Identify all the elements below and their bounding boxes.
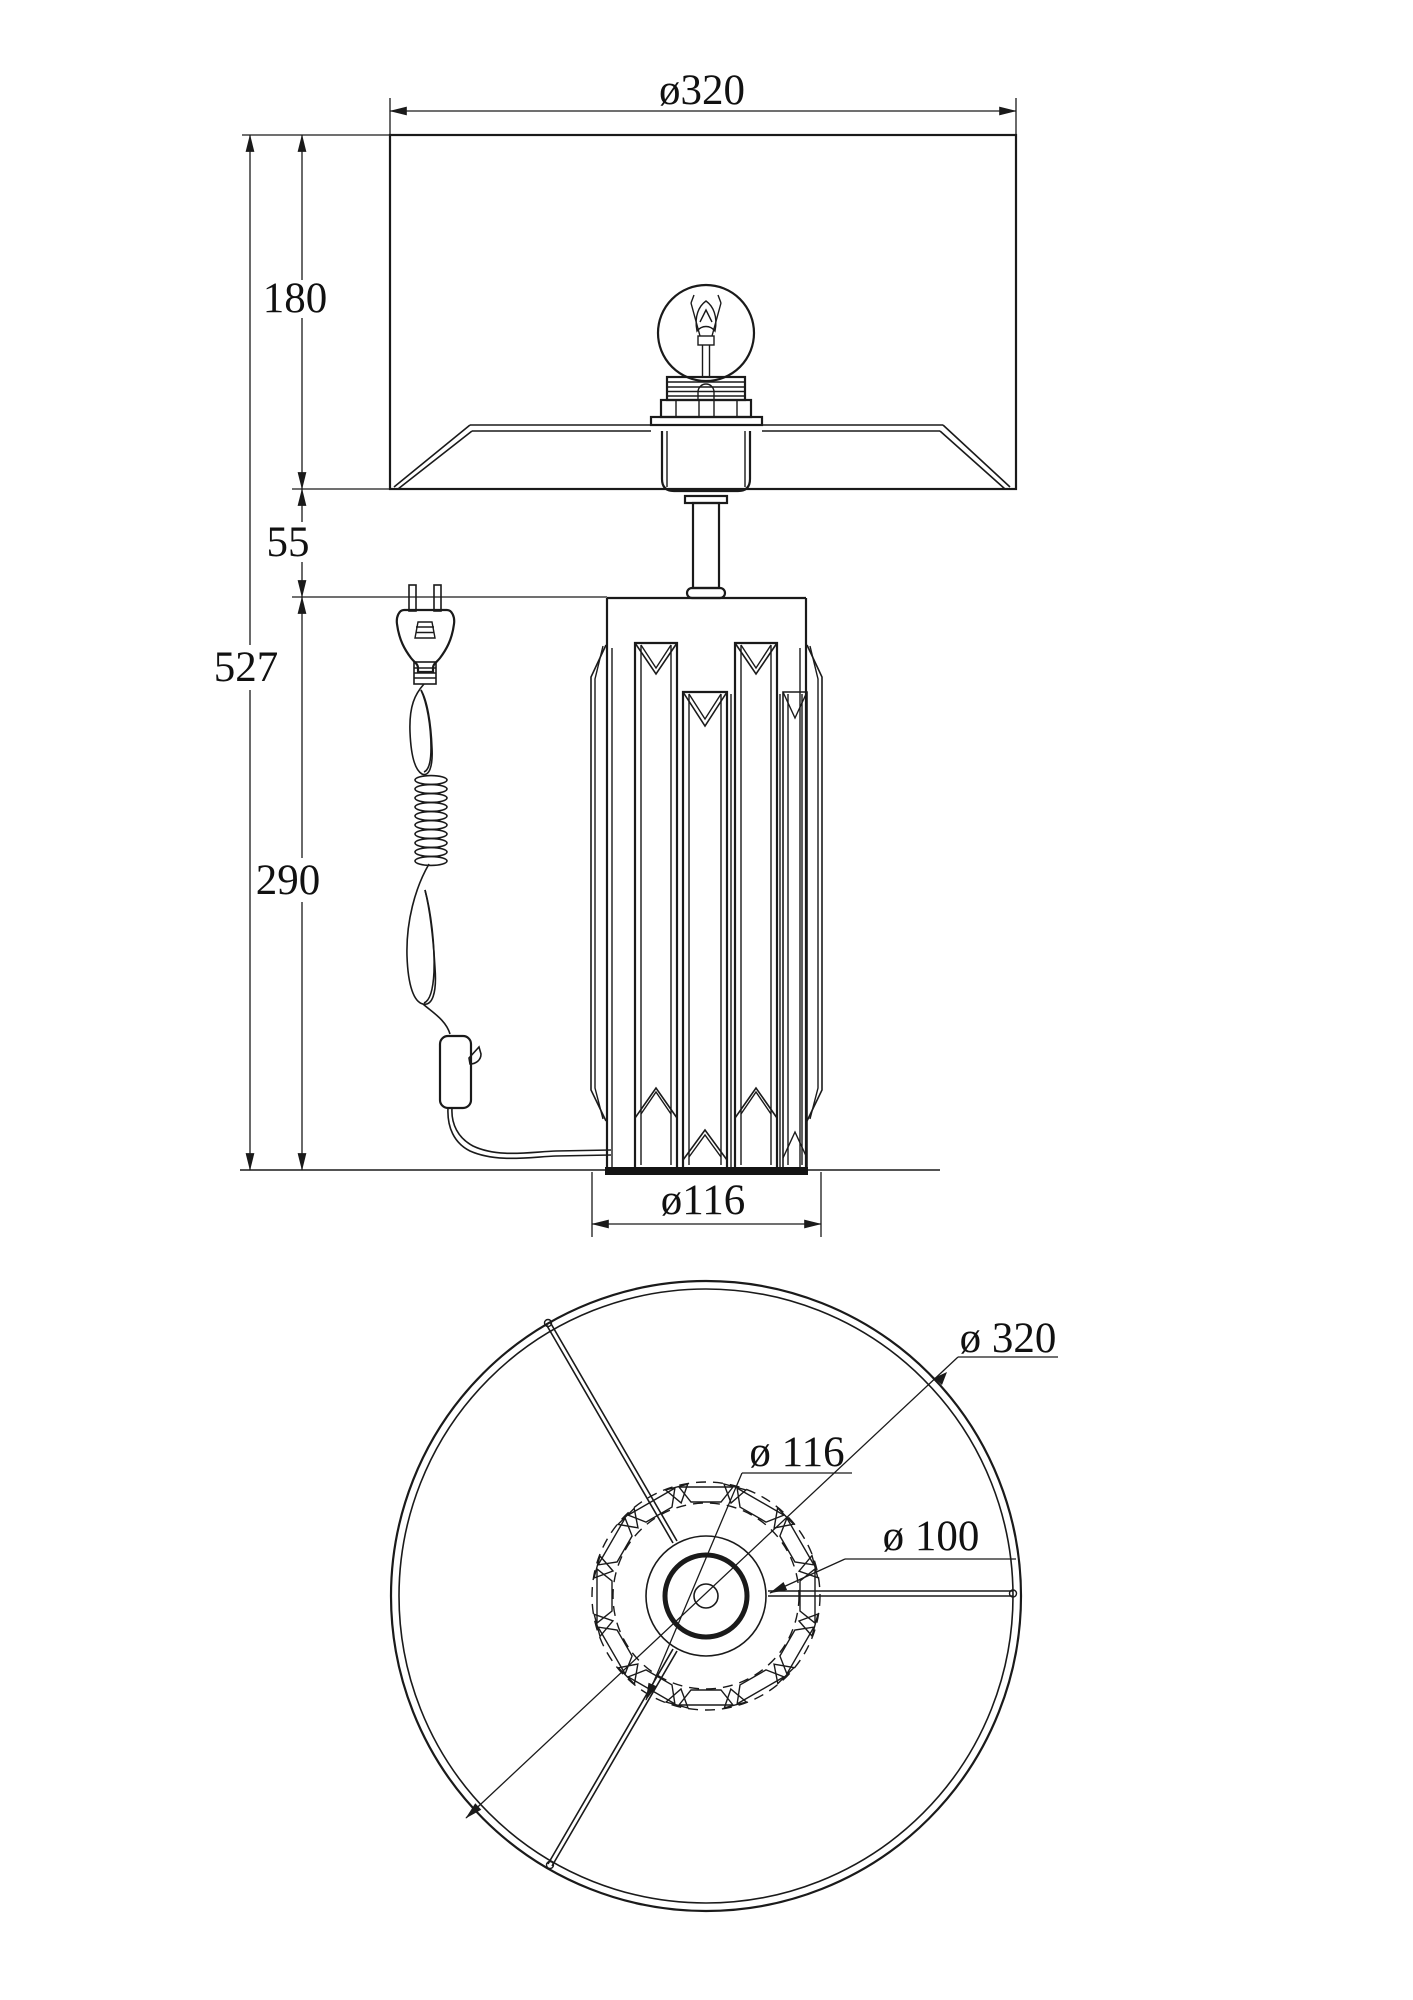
- crystal-rod-tall: [633, 641, 679, 1167]
- plan-socket-ring: [662, 1552, 750, 1640]
- plan-label-hub-diameter: ø 100: [883, 1513, 980, 1560]
- cord-coil: [414, 774, 448, 867]
- dim-label-base-height: 290: [256, 857, 321, 904]
- plan-center-hole: [693, 1583, 719, 1609]
- plan-spider-spokes: [543, 1318, 1018, 1870]
- crystal-rod-center: [681, 690, 729, 1167]
- dimension-neck-height: 55: [267, 488, 607, 598]
- power-cord: [406, 683, 612, 1160]
- inline-switch: [438, 1034, 482, 1110]
- edge-prism-left: [590, 644, 607, 1122]
- lamp-socket: [649, 398, 764, 505]
- plan-view: ø 320 ø 116 ø 100: [389, 1279, 1058, 1913]
- plan-dim-base-diameter: ø 116: [645, 1429, 852, 1701]
- plan-hub-circle: [645, 1535, 767, 1657]
- crystal-base: [590, 596, 823, 1175]
- switch-lever: [468, 1045, 482, 1065]
- plug-marking: [414, 621, 436, 639]
- plan-shade-outer-circle: [389, 1279, 1023, 1913]
- dimension-total-height: 527: [214, 134, 279, 1171]
- dim-label-shade-height: 180: [263, 275, 328, 322]
- light-bulb: [656, 283, 756, 402]
- crystal-rod-tall: [733, 641, 779, 1169]
- edge-prism-right: [806, 644, 823, 1122]
- plan-label-shade-diameter: ø 320: [960, 1315, 1057, 1362]
- power-plug: [395, 584, 456, 685]
- front-elevation-view: ø320 527 180 55 290 ø116: [214, 67, 1018, 1237]
- plug-pin: [433, 584, 442, 612]
- dim-label-total-height: 527: [214, 644, 279, 691]
- plan-dim-hub-diameter: ø 100: [769, 1513, 1016, 1594]
- dimension-shade-diameter: ø320: [389, 67, 1017, 135]
- dimension-base-diameter: ø116: [591, 1172, 822, 1237]
- stem-rod: [685, 501, 727, 600]
- dim-label-shade-diameter: ø320: [659, 67, 745, 114]
- plan-dim-shade-diameter: ø 320: [465, 1315, 1058, 1819]
- plug-pin: [408, 584, 417, 612]
- dim-label-base-diameter: ø116: [661, 1177, 745, 1224]
- crystal-rod-right: [782, 691, 808, 1167]
- dimension-base-height: 290: [256, 596, 321, 1171]
- dimension-shade-height: 180: [242, 134, 392, 490]
- shade-inner-reflector: [393, 424, 1011, 490]
- leader-arrow: [934, 1372, 947, 1385]
- dim-label-neck-height: 55: [267, 519, 310, 566]
- base-bottom-plate: [605, 1167, 808, 1175]
- plan-label-base-diameter: ø 116: [749, 1429, 844, 1476]
- lampshade-outline: [388, 133, 1018, 491]
- bulb-filament: [690, 294, 722, 378]
